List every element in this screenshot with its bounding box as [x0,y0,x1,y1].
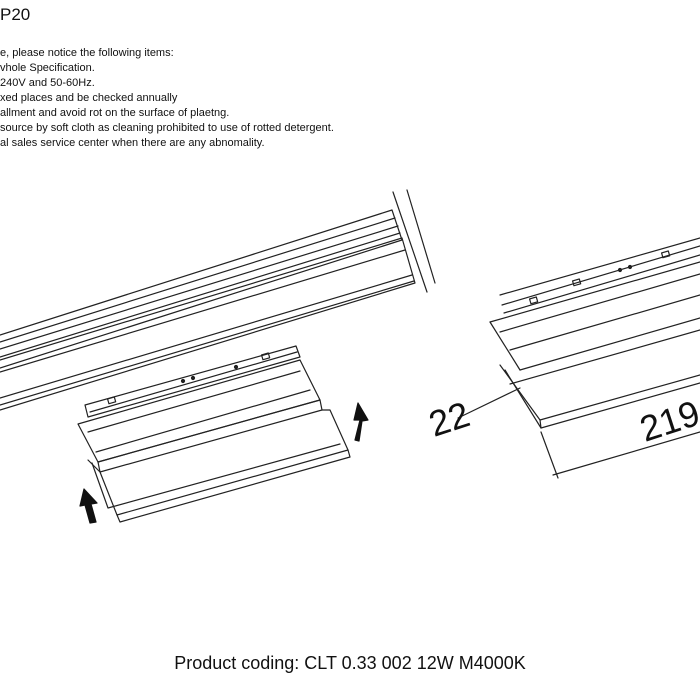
lamp-module-left [77,345,351,523]
note-line-4: xed places and be checked annually [0,92,178,104]
lamp-module-right [457,237,700,479]
up-arrow-icon [79,488,98,524]
note-line-6: source by soft cloth as cleaning prohibi… [0,122,334,134]
note-line-2: vhole Specification. [0,62,95,74]
note-line-7: al sales service center when there are a… [0,137,265,149]
note-line-1: e, please notice the following items: [0,47,174,59]
note-line-5: allment and avoid rot on the surface of … [0,107,230,119]
dimension-length-label: 219 [635,392,700,450]
ip-rating-label: P20 [0,5,31,24]
product-coding-caption: Product coding: CLT 0.33 002 12W M4000K [174,653,526,673]
track-rail [0,189,436,411]
up-arrow-icon [353,402,369,442]
dimension-height-label: 22 [424,393,475,444]
note-line-3: 240V and 50-60Hz. [0,77,95,89]
